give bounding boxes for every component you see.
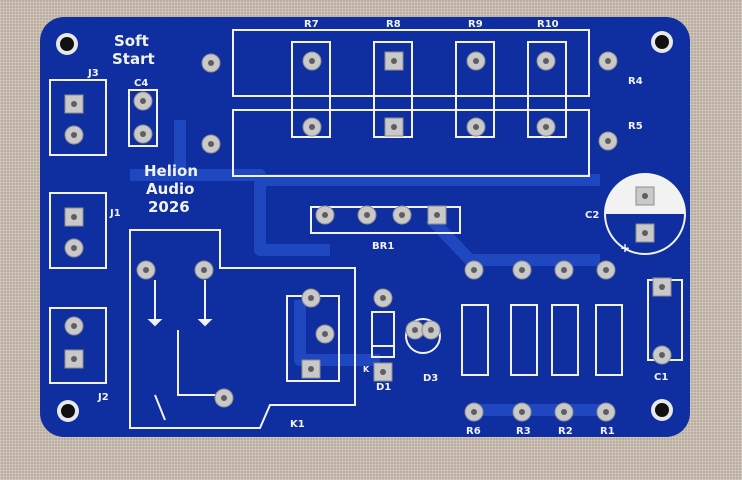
label-j2: J2 <box>97 392 109 403</box>
label-r8: R8 <box>386 19 401 30</box>
pad-hole <box>519 409 525 415</box>
label-r2: R2 <box>558 426 573 437</box>
pad-hole <box>308 295 314 301</box>
pad-hole <box>309 124 315 130</box>
label-r7: R7 <box>304 19 319 30</box>
label-j3: J3 <box>87 68 99 79</box>
pad-hole <box>603 409 609 415</box>
pad-hole <box>428 327 434 333</box>
pad-hole <box>208 60 214 66</box>
pad-hole <box>71 101 77 107</box>
pad-hole <box>434 212 440 218</box>
label-r6: R6 <box>466 426 481 437</box>
label-br1: BR1 <box>372 241 394 252</box>
label-r10: R10 <box>537 19 559 30</box>
pad-hole <box>71 214 77 220</box>
brand-audio: Audio <box>146 180 194 198</box>
pad-hole <box>543 124 549 130</box>
brand-year: 2026 <box>148 198 190 216</box>
pad-hole <box>322 331 328 337</box>
pad-hole <box>71 245 77 251</box>
pad-hole <box>659 284 665 290</box>
label-d1: D1 <box>376 382 391 393</box>
pad-hole <box>221 395 227 401</box>
label-k-mark: K <box>363 365 370 374</box>
connector-outlines <box>49 79 683 429</box>
pad-hole <box>71 356 77 362</box>
pad-hole <box>364 212 370 218</box>
pad-hole <box>471 267 477 273</box>
pad-hole <box>473 124 479 130</box>
label-c2: C2 <box>585 210 599 221</box>
mounting-holes <box>56 31 673 422</box>
pad-hole <box>543 58 549 64</box>
pad-hole <box>603 267 609 273</box>
pad-hole <box>208 141 214 147</box>
pad-hole <box>561 409 567 415</box>
pad-hole <box>71 323 77 329</box>
pad-hole <box>519 267 525 273</box>
pad-hole <box>605 138 611 144</box>
pads <box>64 51 672 422</box>
pad-hole <box>380 369 386 375</box>
pad-hole <box>391 58 397 64</box>
label-d3: D3 <box>423 373 438 384</box>
pad-hole <box>561 267 567 273</box>
label-k1: K1 <box>290 419 305 430</box>
pad-hole <box>322 212 328 218</box>
label-r5: R5 <box>628 121 643 132</box>
pad-hole <box>140 98 146 104</box>
pad-hole <box>380 295 386 301</box>
label-r3: R3 <box>516 426 531 437</box>
pad-hole <box>412 327 418 333</box>
pad-hole <box>605 58 611 64</box>
pad-hole <box>473 58 479 64</box>
pad-hole <box>309 58 315 64</box>
pad-hole <box>201 267 207 273</box>
pad-hole <box>308 366 314 372</box>
pad-hole <box>391 124 397 130</box>
label-r9: R9 <box>468 19 483 30</box>
pad-hole <box>471 409 477 415</box>
pad-hole <box>642 193 648 199</box>
title-soft: Soft <box>114 32 149 50</box>
copper-traces <box>130 120 600 416</box>
pad-hole <box>399 212 405 218</box>
label-r4: R4 <box>628 76 643 87</box>
silkscreen-text: Soft Start Helion Audio 2026 R7 R8 R9 R1… <box>87 19 668 437</box>
label-c1: C1 <box>654 372 668 383</box>
pad-hole <box>143 267 149 273</box>
pad-hole <box>659 352 665 358</box>
pad-hole <box>140 131 146 137</box>
pad-hole <box>71 132 77 138</box>
pad-hole <box>642 230 648 236</box>
label-j1: J1 <box>109 208 121 219</box>
brand-helion: Helion <box>144 162 198 180</box>
label-r1: R1 <box>600 426 615 437</box>
label-plus: + <box>620 241 630 255</box>
power-resistor-outlines <box>232 29 590 177</box>
label-c4: C4 <box>134 78 148 89</box>
title-start: Start <box>112 50 155 68</box>
